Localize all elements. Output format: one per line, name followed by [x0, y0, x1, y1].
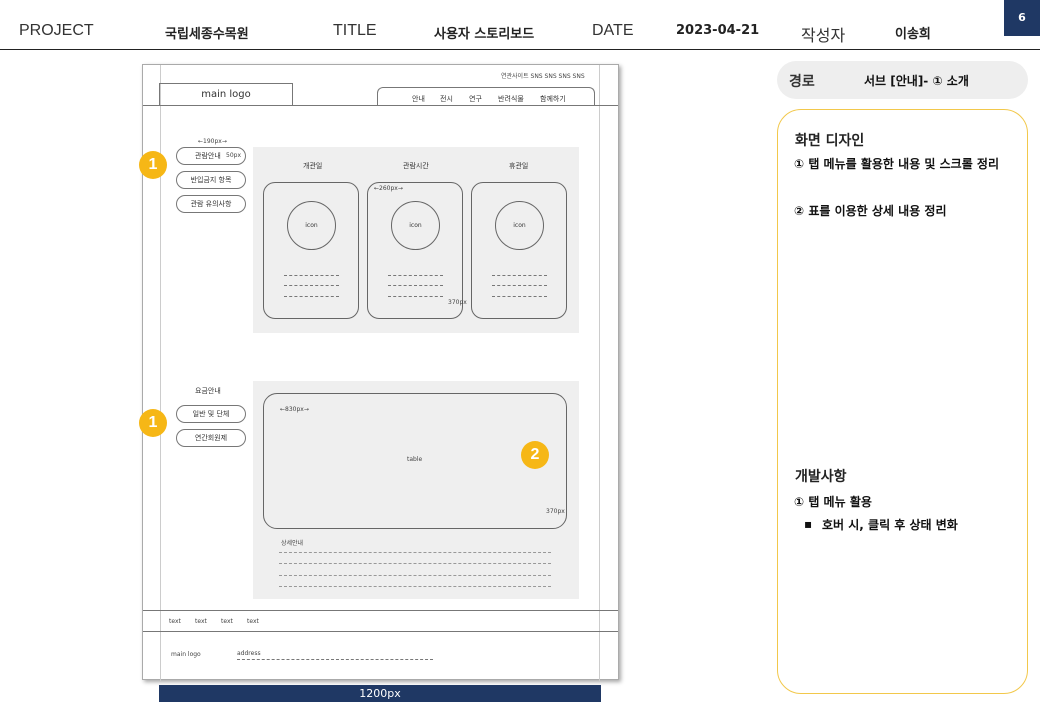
title-label: TITLE [333, 22, 377, 39]
wireframe-frame: 연관사이트 SNS SNS SNS SNS main logo 안내 전시 연구… [139, 64, 619, 681]
tab-general-group[interactable]: 일반 및 단체 [176, 405, 246, 423]
tab-annual-membership[interactable]: 연간회원제 [176, 429, 246, 447]
marker-badge-2: 2 [521, 441, 549, 469]
gnb-menu: 안내 전시 연구 반려식물 함께하기 [377, 87, 595, 106]
project-label: PROJECT [19, 22, 94, 39]
footer-address: address [237, 650, 261, 657]
path-value: 서브 [안내]- ① 소개 [864, 74, 969, 88]
dev-item: ① 탭 메뉴 활용 [794, 495, 872, 509]
util-links[interactable]: 연관사이트 SNS SNS SNS SNS [501, 73, 585, 80]
guide-line-left [160, 65, 161, 681]
header-divider [143, 105, 618, 106]
footer-divider [143, 631, 618, 632]
footer-top-divider [143, 610, 618, 611]
author-label: 작성자 [801, 28, 846, 45]
breadcrumb: 경로 서브 [안내]- ① 소개 [777, 61, 1028, 99]
width-260-note: ←260px→ [374, 185, 403, 192]
table-label: table [407, 456, 423, 463]
icon-placeholder: icon [287, 201, 336, 250]
gnb-item-together[interactable]: 함께하기 [540, 95, 566, 103]
design-item-2: ② 표를 이용한 상세 내용 정리 [794, 204, 947, 218]
card-title-closed: 휴관일 [509, 162, 529, 170]
height-50-note: 50px [226, 152, 241, 159]
footer-address-line [237, 659, 433, 660]
path-label: 경로 [789, 74, 815, 90]
tab-admission-guide[interactable]: 관람안내 [176, 147, 246, 165]
detail-label: 상세안내 [281, 540, 304, 547]
fee-section-title: 요금안내 [195, 387, 221, 395]
fee-section: ←830px→ table 370px 2 상세안내 [253, 381, 579, 599]
gnb-item-guide[interactable]: 안내 [412, 95, 425, 103]
design-section-title: 화면 디자인 [795, 133, 865, 149]
footer-link[interactable]: text [247, 618, 259, 625]
author-value: 이송희 [895, 27, 931, 42]
tab-prohibited-items[interactable]: 반입금지 항목 [176, 171, 246, 189]
card-opening: icon [263, 182, 359, 319]
gnb-item-exhibit[interactable]: 전시 [440, 95, 453, 103]
design-item-1: ① 탭 메뉴를 활용한 내용 및 스크롤 정리 [794, 157, 1000, 171]
description-panel: 화면 디자인 ① 탭 메뉴를 활용한 내용 및 스크롤 정리 ② 표를 이용한 … [777, 109, 1028, 694]
dev-sub-bullet: ▪ [804, 517, 813, 531]
gnb-item-plants[interactable]: 반려식물 [498, 95, 524, 103]
document-header: PROJECT 국립세종수목원 TITLE 사용자 스토리보드 DATE 202… [0, 0, 1040, 50]
footer-link[interactable]: text [169, 618, 181, 625]
tab-admission-guide-label: 관람안내 [195, 152, 221, 160]
footer-link[interactable]: text [221, 618, 233, 625]
page-number: 6 [1004, 0, 1040, 36]
card-title-opening: 개관일 [303, 162, 323, 170]
height-370-note-b: 370px [546, 508, 565, 515]
tab-visitor-notes[interactable]: 관람 유의사항 [176, 195, 246, 213]
height-370-note: 370px [448, 299, 467, 306]
width-190-note: ←190px→ [198, 138, 227, 145]
project-value: 국립세종수목원 [165, 27, 249, 42]
marker-badge-1: 1 [139, 151, 167, 179]
footer-link[interactable]: text [195, 618, 207, 625]
total-width-bar: 1200px [159, 685, 601, 702]
info-cards-section: 개관일 관람시간 휴관일 icon ←260px→ icon 370px ico… [253, 147, 579, 333]
dev-section-title: 개발사항 [795, 469, 847, 485]
icon-placeholder: icon [391, 201, 440, 250]
title-value: 사용자 스토리보드 [434, 27, 535, 42]
date-value: 2023-04-21 [676, 23, 760, 38]
guide-line-right [599, 65, 600, 681]
card-closed: icon [471, 182, 567, 319]
width-830-note: ←830px→ [280, 406, 309, 413]
icon-placeholder: icon [495, 201, 544, 250]
card-title-hours: 관람시간 [403, 162, 429, 170]
date-label: DATE [592, 22, 634, 39]
fee-table-placeholder: ←830px→ table 370px [263, 393, 567, 529]
marker-badge-1b: 1 [139, 409, 167, 437]
card-hours: ←260px→ icon 370px [367, 182, 467, 319]
dev-sub-item: 호버 시, 클릭 후 상태 변화 [822, 518, 958, 532]
gnb-item-research[interactable]: 연구 [469, 95, 482, 103]
main-logo[interactable]: main logo [159, 83, 293, 105]
footer-logo[interactable]: main logo [171, 651, 201, 658]
